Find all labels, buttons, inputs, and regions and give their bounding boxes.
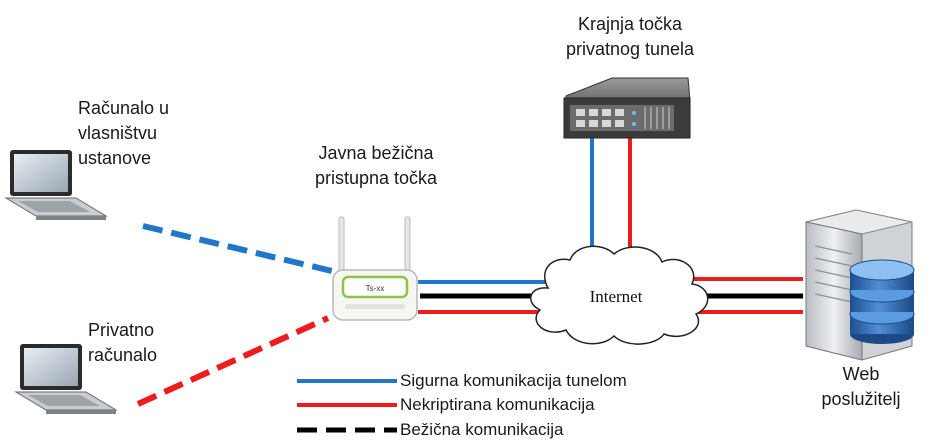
label-line: računalo bbox=[88, 345, 158, 365]
legend-tunnel-label: Sigurna komunikacija tunelom bbox=[400, 371, 627, 390]
label-line: Javna bežična bbox=[318, 143, 434, 163]
network-switch-icon bbox=[563, 77, 691, 139]
label-line: Web bbox=[842, 364, 880, 384]
access-point-label: Javna bežična pristupna točka bbox=[296, 141, 456, 191]
institution-pc-label: Računalo u vlasništvu ustanove bbox=[78, 96, 169, 171]
label-line: privatnog tunela bbox=[565, 39, 695, 59]
legend-unencrypted-label: Nekriptirana komunikacija bbox=[400, 395, 595, 414]
label-line: poslužitelj bbox=[821, 389, 901, 409]
label-line: vlasništvu bbox=[78, 123, 158, 143]
label-line: Računalo u bbox=[78, 98, 170, 118]
private-pc-label: Privatno računalo bbox=[88, 318, 157, 368]
tunnel-endpoint-label: Krajnja točka privatnog tunela bbox=[540, 12, 720, 62]
label-line: Krajnja točka bbox=[577, 14, 683, 34]
cloud-icon bbox=[530, 245, 709, 345]
wireless-router-icon: Ts-xx bbox=[332, 216, 418, 321]
label-line: pristupna točka bbox=[314, 168, 438, 188]
server-database-icon bbox=[805, 209, 915, 361]
label-line: Privatno bbox=[88, 320, 155, 340]
laptop-icon bbox=[4, 150, 108, 220]
label-line: ustanove bbox=[78, 148, 152, 168]
legend-wireless-label: Bežična komunikacija bbox=[400, 420, 564, 439]
wireless-link-private bbox=[136, 315, 330, 407]
wireless-link-institution bbox=[142, 223, 337, 275]
web-server-label: Web poslužitelj bbox=[806, 362, 916, 412]
laptop-icon bbox=[14, 344, 118, 414]
router-brand-label: Ts-xx bbox=[366, 284, 385, 293]
internet-label: Internet bbox=[590, 287, 643, 306]
